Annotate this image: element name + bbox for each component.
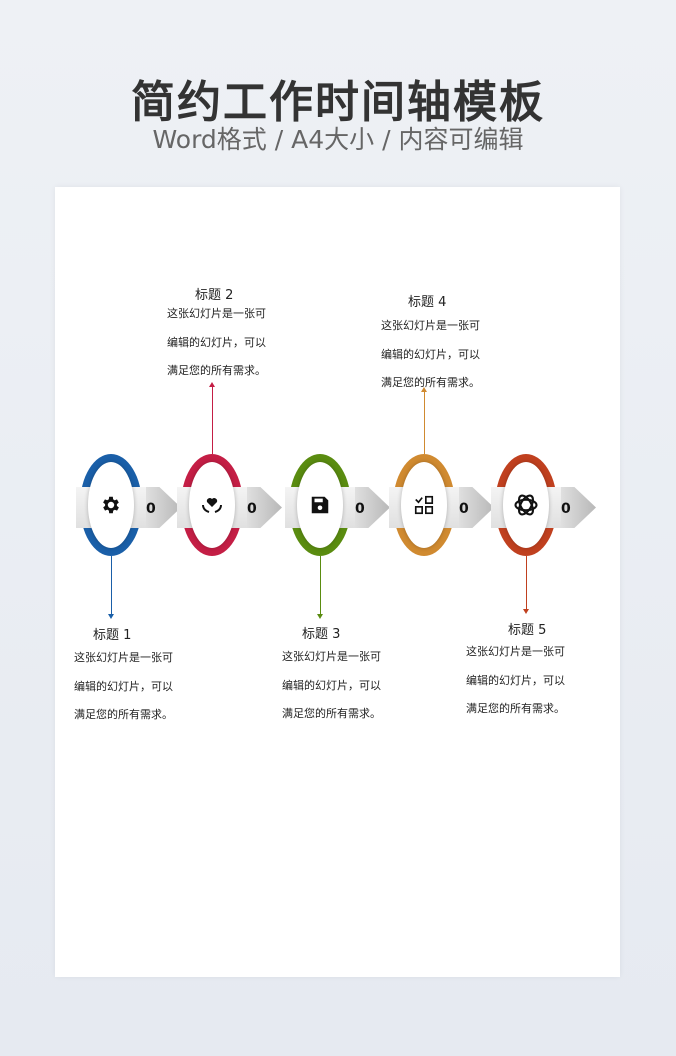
step-number: 0 [459, 501, 469, 517]
description-line: 编辑的幻灯片，可以 [74, 679, 173, 693]
description-line: 这张幻灯片是一张可 [74, 651, 173, 664]
description-line: 满足您的所有需求。 [74, 708, 173, 721]
item-description: 这张幻灯片是一张可编辑的幻灯片，可以满足您的所有需求。 [381, 312, 501, 398]
description-line: 这张幻灯片是一张可 [167, 307, 266, 320]
description-line: 满足您的所有需求。 [167, 364, 266, 377]
description-line: 编辑的幻灯片，可以 [282, 678, 381, 692]
item-description: 这张幻灯片是一张可编辑的幻灯片，可以满足您的所有需求。 [74, 644, 194, 730]
timeline-node-2 [177, 454, 247, 556]
description-line: 编辑的幻灯片，可以 [466, 673, 565, 687]
openai-knot-icon [503, 462, 549, 548]
timeline-node-5 [491, 454, 561, 556]
item-description: 这张幻灯片是一张可编辑的幻灯片，可以满足您的所有需求。 [282, 643, 402, 729]
description-line: 这张幻灯片是一张可 [381, 319, 480, 332]
checklist-grid-icon [401, 462, 447, 548]
gear-icon [88, 462, 134, 548]
description-line: 满足您的所有需求。 [381, 376, 480, 389]
step-number: 0 [247, 501, 257, 517]
item-title: 标题 2 [195, 288, 234, 303]
step-number: 0 [146, 501, 156, 517]
step-number: 0 [355, 501, 365, 517]
heart-hands-icon [189, 462, 235, 548]
step-number: 0 [561, 501, 571, 517]
timeline-node-1 [76, 454, 146, 556]
page-subtitle: Word格式 / A4大小 / 内容可编辑 [152, 125, 524, 154]
description-line: 这张幻灯片是一张可 [466, 645, 565, 658]
item-title: 标题 1 [93, 628, 132, 643]
item-description: 这张幻灯片是一张可编辑的幻灯片，可以满足您的所有需求。 [167, 300, 287, 386]
description-line: 编辑的幻灯片，可以 [167, 335, 266, 349]
item-title: 标题 4 [408, 295, 447, 310]
timeline-node-3 [285, 454, 355, 556]
document-page [55, 187, 620, 977]
description-line: 满足您的所有需求。 [466, 702, 565, 715]
description-line: 这张幻灯片是一张可 [282, 650, 381, 663]
save-icon [297, 462, 343, 548]
item-title: 标题 3 [302, 627, 341, 642]
description-line: 满足您的所有需求。 [282, 707, 381, 720]
description-line: 编辑的幻灯片，可以 [381, 347, 480, 361]
timeline-node-4 [389, 454, 459, 556]
page-title: 简约工作时间轴模板 [131, 77, 545, 128]
item-description: 这张幻灯片是一张可编辑的幻灯片，可以满足您的所有需求。 [466, 638, 586, 724]
item-title: 标题 5 [508, 623, 547, 638]
